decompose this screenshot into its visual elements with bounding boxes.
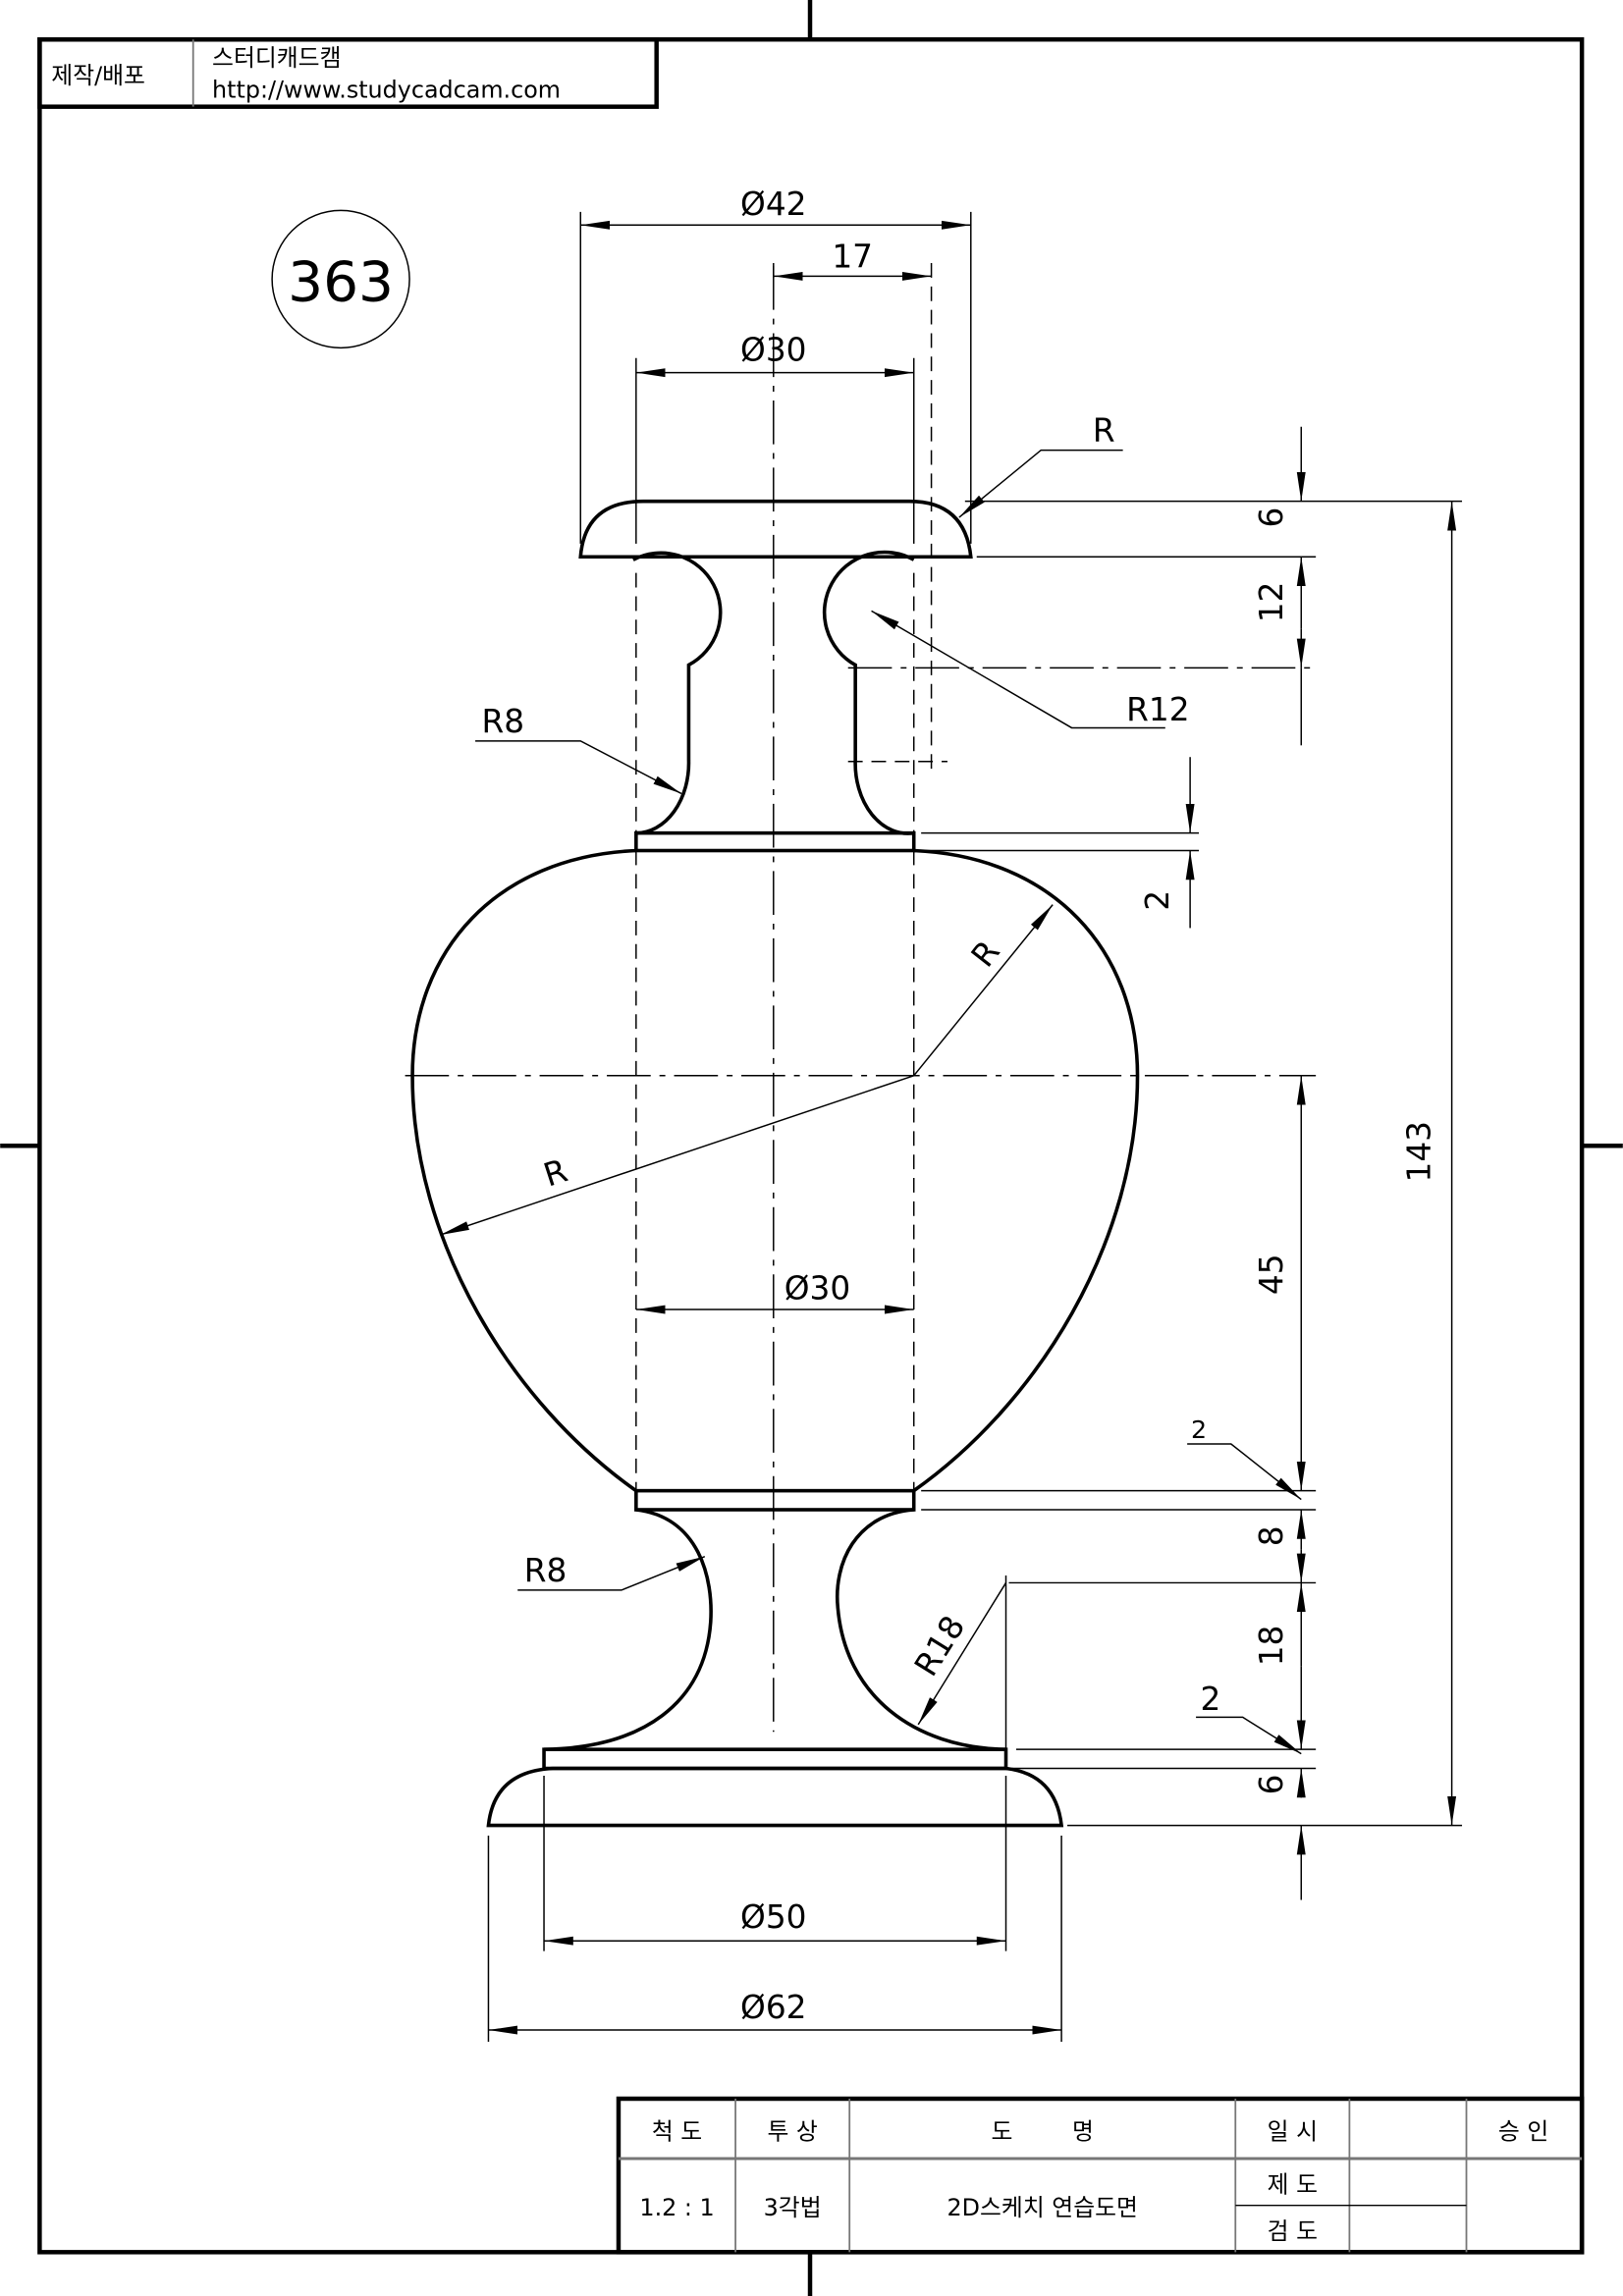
dim-r18: R18 [907, 1609, 972, 1682]
date-label: 일 시 [1268, 2118, 1318, 2146]
projection-label: 투 상 [767, 2118, 817, 2146]
dim-6-top: 6 [1253, 507, 1290, 528]
drawing-name-label: 도 명 [992, 2118, 1094, 2146]
drawing-border [37, 36, 1585, 2255]
header-company: 스터디캐드캠 [212, 44, 341, 72]
header-box: 제작/배포 스터디캐드캠 http://www.studycadcam.com [37, 36, 659, 109]
dim-2-low: 2 [1201, 1681, 1221, 1718]
approval-label: 승 인 [1498, 2118, 1548, 2146]
dim-dia-30-neck: Ø30 [740, 332, 806, 369]
dim-12: 12 [1253, 582, 1290, 623]
projection-value: 3각법 [764, 2194, 822, 2221]
dim-r-body-lower: R [539, 1151, 571, 1194]
dim-2-mid: 2 [1191, 1415, 1207, 1444]
center-lines [405, 265, 1317, 1733]
dim-r12: R12 [1126, 691, 1189, 728]
scale-label: 척 도 [652, 2118, 702, 2146]
extension-lines [487, 211, 1463, 2042]
scale-value: 1.2 : 1 [639, 2194, 714, 2221]
vase-outline [410, 499, 1140, 1828]
dim-dia-42: Ø42 [740, 186, 806, 223]
drawing-number: 363 [288, 250, 394, 315]
dim-45: 45 [1253, 1254, 1290, 1295]
title-block: 척 도 투 상 도 명 일 시 승 인 1.2 : 1 3각법 2D스케치 연습… [616, 2096, 1585, 2255]
dim-dia-62: Ø62 [740, 1989, 806, 2026]
dim-8: 8 [1253, 1525, 1290, 1546]
checked-label: 검 도 [1268, 2217, 1318, 2245]
dim-r-cap: R [1093, 412, 1115, 450]
dim-18: 18 [1253, 1626, 1290, 1667]
dim-r8-top: R8 [482, 703, 525, 740]
dimension-lines [440, 220, 1457, 2035]
dim-17: 17 [832, 238, 873, 275]
drafted-label: 제 도 [1268, 2170, 1318, 2198]
dim-6-bottom: 6 [1253, 1774, 1290, 1794]
dimension-texts: Ø42 17 Ø30 R 6 12 R12 R8 2 R R 143 45 Ø3… [482, 186, 1438, 2026]
dim-2-upper: 2 [1139, 890, 1176, 911]
header-label: 제작/배포 [51, 62, 145, 89]
dim-dia-50: Ø50 [740, 1898, 806, 1936]
dim-r8-bottom: R8 [524, 1552, 568, 1589]
header-url[interactable]: http://www.studycadcam.com [212, 77, 561, 104]
hidden-lines [635, 262, 933, 1491]
drawing-number-circle [271, 209, 410, 349]
dim-143: 143 [1400, 1121, 1437, 1183]
drawing-name-value: 2D스케치 연습도면 [947, 2194, 1138, 2221]
dim-dia-30-body: Ø30 [784, 1270, 850, 1308]
